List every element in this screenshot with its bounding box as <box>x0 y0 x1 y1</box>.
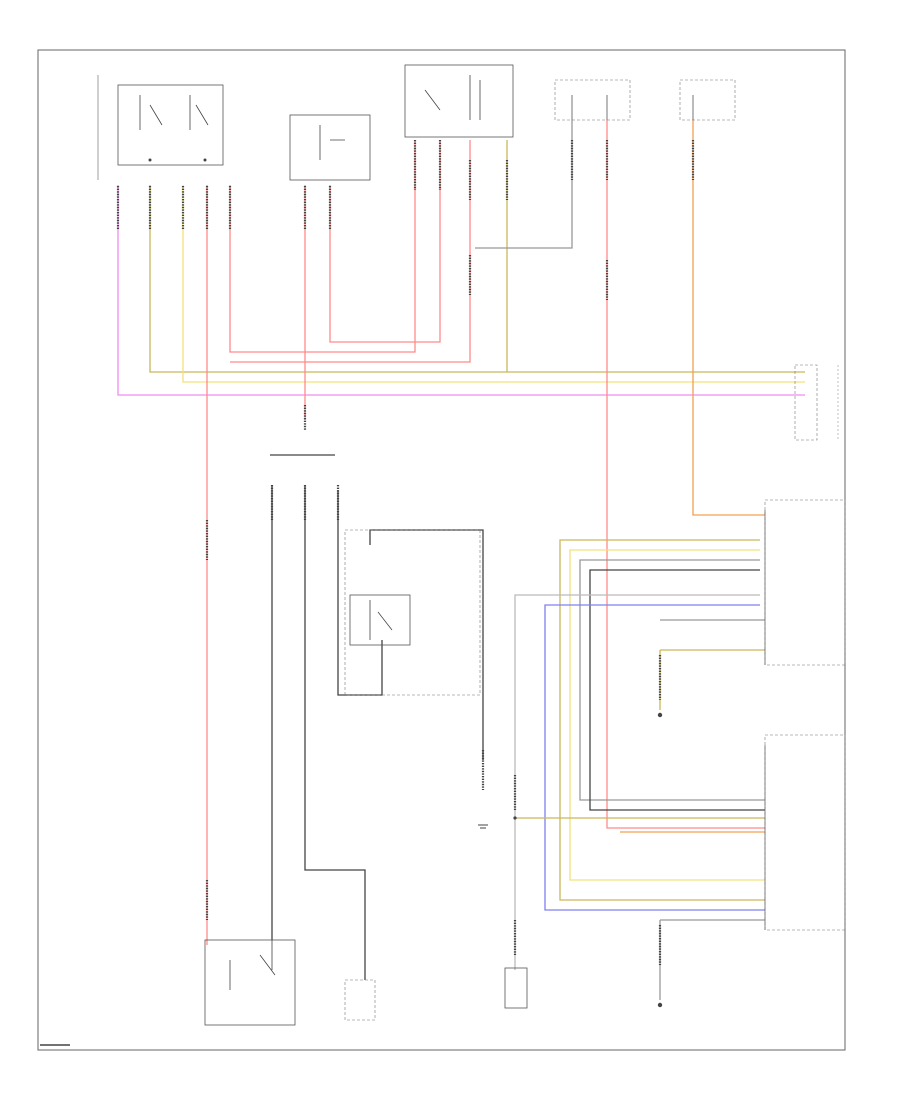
ground-symbol-battery <box>478 824 488 829</box>
wire-red-loop-1 <box>229 140 416 353</box>
wire-yellow-relay <box>182 185 805 383</box>
ground-point-bottom <box>657 1002 663 1008</box>
wire-orange-fuse <box>692 120 765 516</box>
generator <box>344 979 376 1021</box>
fuse-holder-2 <box>679 79 736 121</box>
connector-pins <box>116 140 695 965</box>
wire-black-relay-box <box>337 490 383 696</box>
wire-gray-ecu <box>579 559 765 801</box>
splice-point-sensor <box>513 816 517 820</box>
wire-yellow-ecu <box>569 549 765 881</box>
wire-olive-relay <box>149 185 805 373</box>
wire-black-ecu <box>589 569 765 811</box>
fuse-holder-1 <box>554 79 631 121</box>
relay-box-middle <box>344 529 481 696</box>
wire-blue-ecu <box>544 604 765 911</box>
starter-motor <box>204 939 296 1026</box>
wire-red-loop-3 <box>329 140 441 343</box>
ecu-lower-module <box>764 734 846 931</box>
sensor-box-bottom <box>504 967 528 1009</box>
wire-gray-sensor <box>514 594 760 970</box>
wire-pink-main <box>117 185 805 396</box>
ecu-upper-module <box>764 499 846 666</box>
ground-symbols <box>478 712 663 1008</box>
wires <box>117 120 805 1000</box>
ground-point-middle <box>657 712 663 718</box>
wire-red-fuse-ecu <box>606 120 765 829</box>
engine-control-module-connector <box>794 364 839 441</box>
wire-red-loop-4 <box>230 140 471 363</box>
wire-gray-fuse <box>475 120 573 249</box>
starter-relay-box <box>404 64 514 138</box>
fuse-box-top <box>289 114 371 181</box>
relay-top-left <box>117 84 224 166</box>
wire-olive-ecu <box>559 539 765 901</box>
wire-black-generator <box>304 485 366 980</box>
